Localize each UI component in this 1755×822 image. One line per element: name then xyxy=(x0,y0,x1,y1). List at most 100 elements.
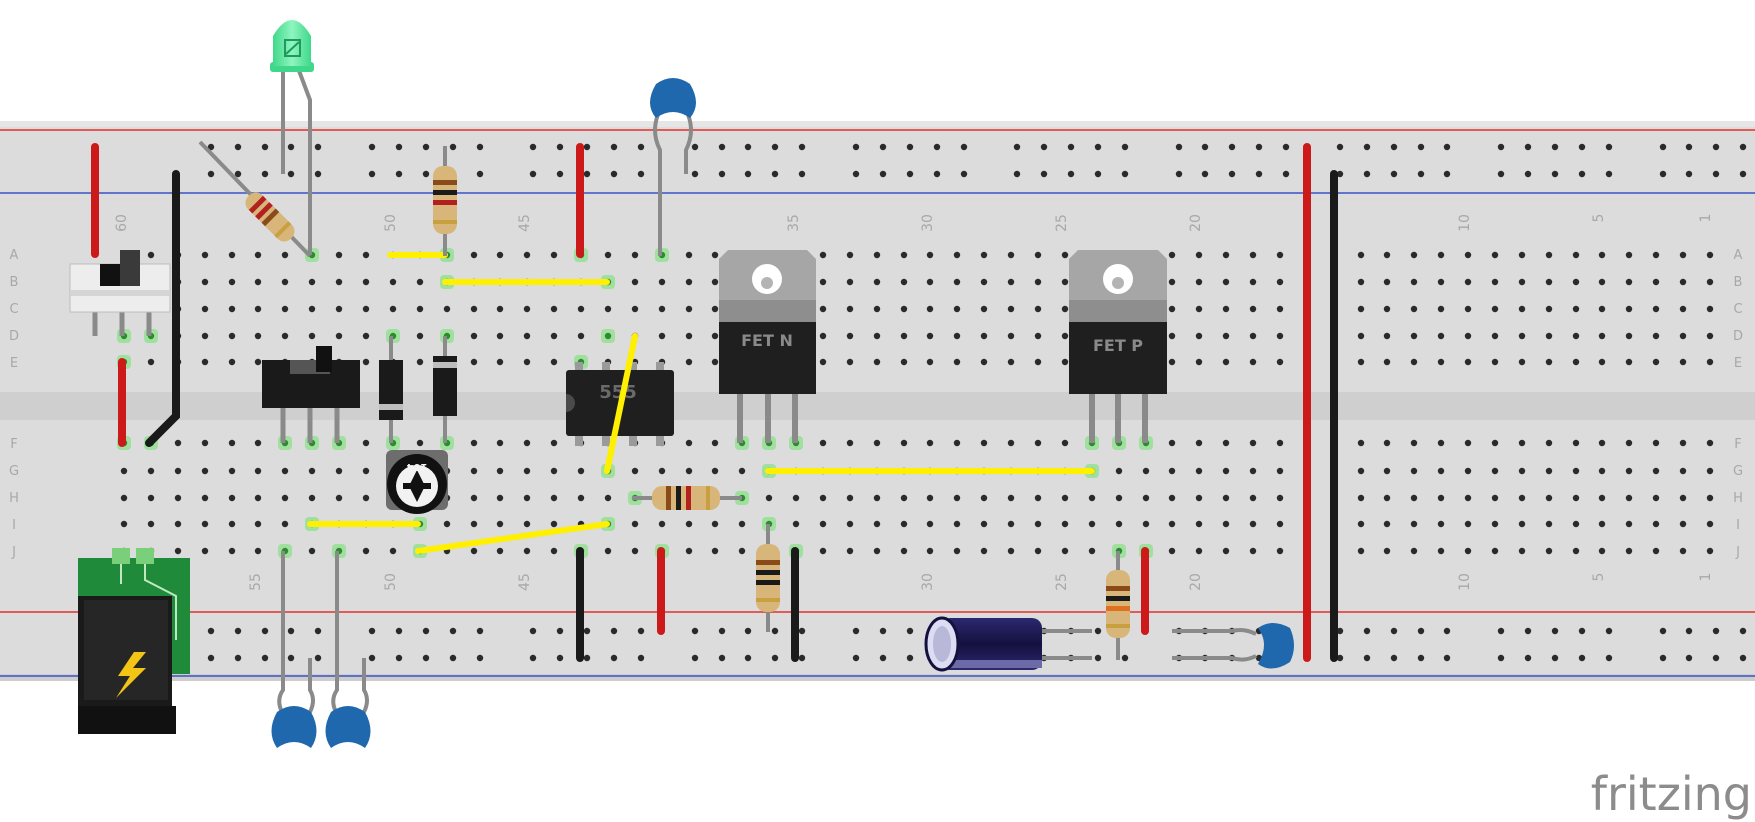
breadboard-hole xyxy=(1679,278,1687,286)
breadboard-hole xyxy=(1007,547,1015,555)
ceramic-capacitor-bottom-left[interactable] xyxy=(271,551,317,748)
breadboard-hole xyxy=(1625,305,1633,313)
breadboard-hole xyxy=(254,547,262,555)
breadboard-hole xyxy=(362,547,370,555)
breadboard-hole xyxy=(1491,332,1499,340)
breadboard-hole xyxy=(610,170,618,178)
breadboard-hole xyxy=(523,439,531,447)
breadboard-hole xyxy=(287,654,295,662)
breadboard-hole xyxy=(1598,305,1606,313)
resistor-band xyxy=(756,580,780,585)
breadboard-hole xyxy=(1383,494,1391,502)
breadboard-hole xyxy=(496,251,504,259)
resistor-horizontal-middle[interactable] xyxy=(632,486,742,510)
breadboard-hole xyxy=(906,627,914,635)
breadboard-hole xyxy=(254,305,262,313)
breadboard-hole xyxy=(1572,494,1580,502)
breadboard-hole xyxy=(1598,332,1606,340)
breadboard-hole xyxy=(685,467,693,475)
breadboard-hole xyxy=(798,143,806,151)
breadboard-hole xyxy=(1276,332,1284,340)
breadboard-hole xyxy=(1007,305,1015,313)
breadboard-hole xyxy=(1464,494,1472,502)
breadboard-hole xyxy=(1685,654,1693,662)
slide-switch-top[interactable] xyxy=(69,250,171,336)
ceramic-capacitor-bottom-middle[interactable] xyxy=(325,551,371,748)
breadboard-hole xyxy=(1115,494,1123,502)
breadboard-hole xyxy=(1276,547,1284,555)
breadboard-hole xyxy=(1222,251,1230,259)
breadboard-hole xyxy=(496,332,504,340)
breadboard-hole xyxy=(1222,278,1230,286)
breadboard-hole xyxy=(846,251,854,259)
capacitor-lead xyxy=(362,658,369,713)
breadboard-hole xyxy=(1712,143,1720,151)
breadboard-hole xyxy=(120,520,128,528)
breadboard-hole xyxy=(1175,143,1183,151)
dc-barrel-jack[interactable] xyxy=(78,548,190,734)
breadboard-hole xyxy=(416,358,424,366)
capacitor-lead xyxy=(308,658,315,713)
row-label-a-right: A xyxy=(1734,248,1743,263)
breadboard-hole xyxy=(368,654,376,662)
resistor-vertical-top[interactable] xyxy=(433,146,457,256)
breadboard-hole xyxy=(335,494,343,502)
breadboard-hole xyxy=(314,143,322,151)
breadboard-hole xyxy=(1491,358,1499,366)
breadboard-hole xyxy=(1417,143,1425,151)
breadboard-hole xyxy=(1276,494,1284,502)
breadboard-hole xyxy=(873,547,881,555)
breadboard-hole xyxy=(1142,467,1150,475)
slide-switch-middle[interactable] xyxy=(262,346,360,443)
row-label-h: H xyxy=(9,491,19,506)
breadboard-hole xyxy=(1276,305,1284,313)
breadboard-hole xyxy=(711,278,719,286)
mosfet-p[interactable]: FET P xyxy=(1069,250,1167,443)
resistor-diagonal[interactable] xyxy=(198,140,312,258)
breadboard-hole xyxy=(1464,467,1472,475)
switch-housing-stripe xyxy=(70,290,170,296)
breadboard-hole xyxy=(1195,439,1203,447)
breadboard-hole xyxy=(281,494,289,502)
breadboard-hole xyxy=(1443,654,1451,662)
diode-left[interactable] xyxy=(379,336,403,443)
breadboard-hole xyxy=(1336,170,1344,178)
breadboard-hole xyxy=(1115,467,1123,475)
breadboard-hole xyxy=(1061,251,1069,259)
breadboard-hole xyxy=(1195,332,1203,340)
breadboard-hole xyxy=(1168,439,1176,447)
ceramic-capacitor-bottom-right[interactable] xyxy=(1172,623,1294,669)
ceramic-capacitor-top[interactable] xyxy=(650,78,696,256)
breadboard-hole xyxy=(819,547,827,555)
electrolytic-capacitor[interactable] xyxy=(924,616,1092,672)
breadboard-hole xyxy=(718,143,726,151)
breadboard-hole xyxy=(846,439,854,447)
breadboard-hole xyxy=(416,305,424,313)
breadboard-hole xyxy=(926,494,934,502)
breadboard-hole xyxy=(1652,278,1660,286)
mosfet-n[interactable]: FET N xyxy=(719,250,816,443)
breadboard-hole xyxy=(1524,170,1532,178)
breadboard-hole xyxy=(1249,332,1257,340)
breadboard-hole xyxy=(873,278,881,286)
breadboard-hole xyxy=(980,494,988,502)
led-green[interactable] xyxy=(270,20,314,255)
breadboard-hole xyxy=(771,627,779,635)
breadboard-hole xyxy=(1383,332,1391,340)
breadboard-hole xyxy=(529,170,537,178)
resistor-vertical-bottom-right[interactable] xyxy=(1106,551,1130,660)
breadboard-hole xyxy=(281,251,289,259)
breadboard-hole xyxy=(685,251,693,259)
diode-right[interactable] xyxy=(433,336,457,443)
breadboard-hole xyxy=(1121,654,1129,662)
breadboard-hole xyxy=(1712,170,1720,178)
breadboard-hole xyxy=(604,305,612,313)
resistor-vertical-bottom-left[interactable] xyxy=(756,524,780,632)
breadboard-hole xyxy=(691,143,699,151)
breadboard-hole xyxy=(496,439,504,447)
trimmer-potentiometer[interactable]: 104 xyxy=(386,450,448,514)
breadboard-hole xyxy=(631,278,639,286)
breadboard-hole xyxy=(1007,358,1015,366)
jack-pad xyxy=(136,548,154,564)
breadboard-hole xyxy=(1524,627,1532,635)
